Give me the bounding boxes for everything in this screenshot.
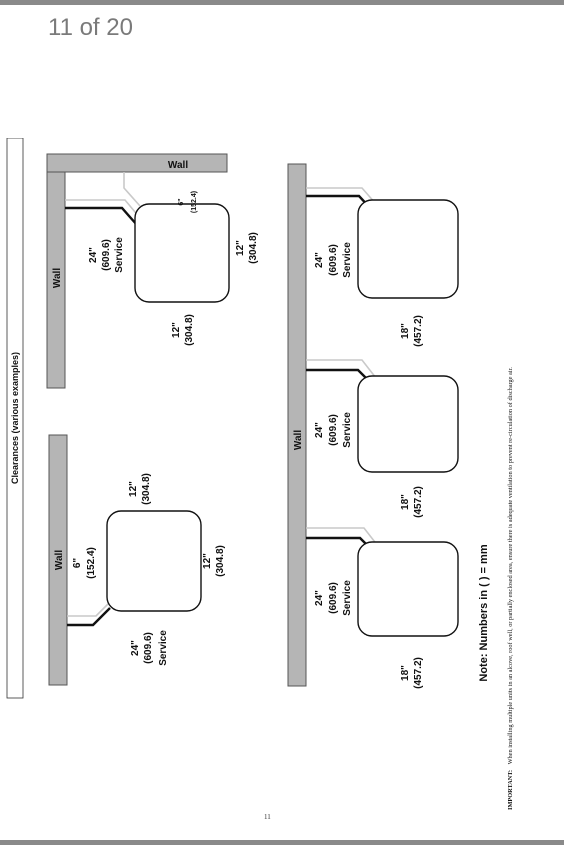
clearance-label: 12": [128, 481, 139, 497]
discharge-line: [65, 206, 138, 226]
ac-unit-corner: [134, 203, 230, 303]
ac-unit-single: [106, 510, 202, 612]
section-title: Clearances (various examples): [10, 352, 20, 484]
discharge-line: [67, 607, 111, 627]
ac-unit-multi-2: [357, 375, 459, 473]
clearance-label: (304.8): [141, 473, 152, 505]
config-corner: Wall Wall 24" (609.6) Service 6" (152.4)…: [46, 153, 259, 389]
clearance-label: Service: [114, 237, 125, 273]
wall-label-b: Wall: [168, 160, 188, 171]
wall-single: [48, 434, 68, 686]
clearance-label: 18": [400, 323, 411, 339]
clearance-label: (152.4): [86, 547, 97, 579]
discharge-line: [306, 527, 379, 547]
clearance-label: (304.8): [215, 545, 226, 577]
clearance-label: 18": [400, 494, 411, 510]
clearance-label: Service: [158, 630, 169, 666]
clearance-label: Service: [342, 242, 353, 278]
clearance-label: (457.2): [413, 486, 424, 518]
ac-unit-multi-3: [357, 541, 459, 637]
document-page: Clearances (various examples) Wall Wall …: [0, 138, 540, 818]
page-indicator: 11 of 20: [48, 14, 133, 41]
clearance-label: (304.8): [248, 232, 259, 264]
clearance-label: Service: [342, 412, 353, 448]
ac-unit-multi-1: [357, 199, 459, 299]
clearance-label: 12": [235, 240, 246, 256]
section-title-box: [6, 138, 24, 699]
clearance-label: (609.6): [101, 239, 112, 271]
wall-multi: [287, 163, 307, 687]
clearance-label: (609.6): [328, 244, 339, 276]
clearance-label: (609.6): [143, 632, 154, 664]
discharge-line: [65, 199, 141, 219]
clearance-label: 24": [314, 422, 325, 438]
wall-corner-horizontal: [46, 153, 228, 173]
clearance-label: 24": [88, 247, 99, 263]
viewer-top-bar: [0, 0, 564, 5]
wall-label-a: Wall: [52, 268, 63, 288]
config-multiple-units: Wall 24" (609.6) Service 18" (457.2) 24"…: [287, 163, 459, 689]
clearance-label: (457.2): [413, 657, 424, 689]
clearance-label: (457.2): [413, 315, 424, 347]
important-text: When installing multiple units in an alc…: [507, 367, 514, 765]
units-note: Note: Numbers in ( ) = mm: [478, 544, 490, 681]
clearance-label: 24": [130, 640, 141, 656]
discharge-line: [67, 599, 113, 617]
document-page-number: 11: [264, 813, 271, 821]
clearance-label: 24": [314, 590, 325, 606]
config-single-wall: Wall 6" (152.4) 12" (304.8) 12" (304.8) …: [48, 434, 226, 686]
clearance-label: 12": [171, 322, 182, 338]
clearance-label: (609.6): [328, 582, 339, 614]
clearance-label: Service: [342, 580, 353, 616]
clearance-label: 6": [178, 198, 185, 205]
viewer-bottom-bar: [0, 840, 564, 845]
clearance-label: (609.6): [328, 414, 339, 446]
clearance-label: (152.4): [191, 191, 198, 213]
clearance-label: 12": [202, 553, 213, 569]
clearance-diagram: Clearances (various examples) Wall Wall …: [6, 138, 514, 810]
important-notice: IMPORTANT: When installing multiple unit…: [507, 367, 514, 810]
clearance-label: Wall: [293, 430, 304, 450]
discharge-line: [306, 187, 377, 205]
clearance-label: (304.8): [184, 314, 195, 346]
clearance-label: Wall: [54, 550, 65, 570]
discharge-line: [123, 172, 141, 207]
clearance-label: 24": [314, 252, 325, 268]
discharge-line: [306, 359, 377, 379]
clearance-label: 6": [72, 558, 83, 569]
important-label: IMPORTANT:: [507, 770, 514, 810]
clearance-label: 18": [400, 665, 411, 681]
